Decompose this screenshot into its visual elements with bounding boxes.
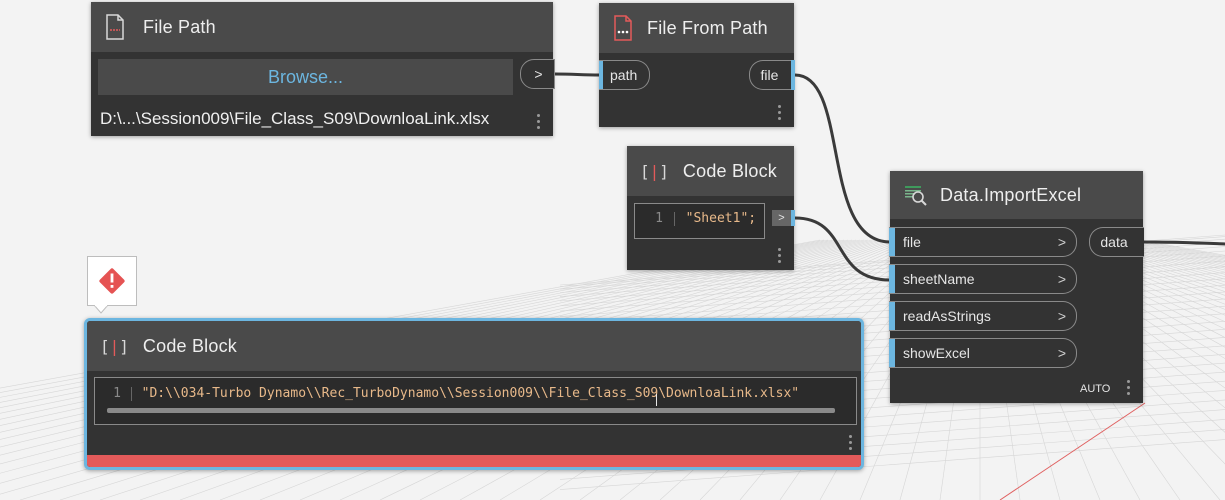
port-label: sheetName [903, 271, 975, 287]
code-block-icon: [|] [100, 336, 129, 356]
node-menu-icon[interactable] [535, 114, 541, 129]
node-code-block-sheet[interactable]: [|] Code Block 1 "Sheet1"; [627, 146, 794, 270]
line-number: 1 [113, 386, 121, 401]
port-label: path [610, 67, 638, 83]
port-chevron: > [534, 66, 543, 82]
excel-import-icon [904, 184, 928, 206]
output-port-code-block[interactable]: > [772, 210, 795, 226]
code-text: "D:\\034-Turbo Dynamo\\Rec_TurboDynamo\\… [141, 386, 800, 401]
input-port-readasstrings[interactable]: readAsStrings > [889, 301, 1077, 331]
input-port-path[interactable]: path [599, 60, 650, 90]
line-number: 1 [655, 211, 663, 226]
port-chevron: > [1057, 234, 1066, 250]
error-state-bar [87, 455, 861, 467]
port-chevron: > [1057, 345, 1066, 361]
node-file-path[interactable]: File Path Browse... D:\...\Session009\Fi… [91, 2, 553, 136]
code-editor[interactable]: 1 "Sheet1"; [634, 203, 765, 239]
port-chevron: > [1057, 271, 1066, 287]
browse-label: Browse... [267, 66, 344, 87]
code-text: "Sheet1"; [685, 211, 757, 226]
output-port-data[interactable]: data [1089, 227, 1144, 257]
warning-icon [99, 268, 125, 294]
port-label: showExcel [903, 345, 970, 361]
text-cursor [656, 394, 657, 406]
node-data-import-excel[interactable]: Data.ImportExcel file > sheetName > read… [889, 171, 1144, 403]
warning-bubble[interactable] [87, 256, 137, 306]
node-menu-icon[interactable] [847, 435, 853, 450]
node-file-from-path[interactable]: File From Path [599, 3, 794, 127]
port-label: file [760, 67, 779, 83]
output-port-file[interactable]: file [749, 60, 795, 90]
node-menu-icon[interactable] [776, 248, 782, 263]
output-port-file-path[interactable]: > [520, 59, 555, 89]
warning-bubble-pointer [94, 305, 108, 314]
node-menu-icon[interactable] [776, 105, 782, 120]
file-icon [613, 15, 633, 41]
node-code-block-path[interactable]: [|] Code Block 1 "D:\\034-Turbo Dynamo\\… [84, 318, 864, 470]
horizontal-scrollbar[interactable] [107, 408, 835, 413]
port-label: readAsStrings [903, 308, 991, 324]
port-chevron: > [1057, 308, 1066, 324]
lacing-label[interactable]: AUTO [1080, 383, 1111, 395]
input-port-showexcel[interactable]: showExcel > [889, 338, 1077, 368]
file-icon [105, 14, 125, 40]
input-port-sheetname[interactable]: sheetName > [889, 264, 1077, 294]
port-chevron: > [778, 212, 785, 224]
browse-button[interactable]: Browse... [98, 59, 513, 95]
node-title: File Path [143, 16, 216, 37]
node-menu-icon[interactable] [1125, 380, 1131, 395]
file-path-value: D:\...\Session009\File_Class_S09\Downloa… [100, 109, 490, 128]
node-title: Code Block [142, 335, 237, 356]
input-port-file[interactable]: file > [889, 227, 1077, 257]
port-label: data [1100, 234, 1128, 250]
port-label: file [903, 234, 921, 250]
node-title: File From Path [647, 17, 768, 38]
code-editor[interactable]: 1 "D:\\034-Turbo Dynamo\\Rec_TurboDynamo… [94, 377, 857, 425]
node-title: Code Block [682, 160, 777, 181]
node-title: Data.ImportExcel [940, 184, 1082, 205]
code-block-icon: [|] [640, 161, 669, 181]
